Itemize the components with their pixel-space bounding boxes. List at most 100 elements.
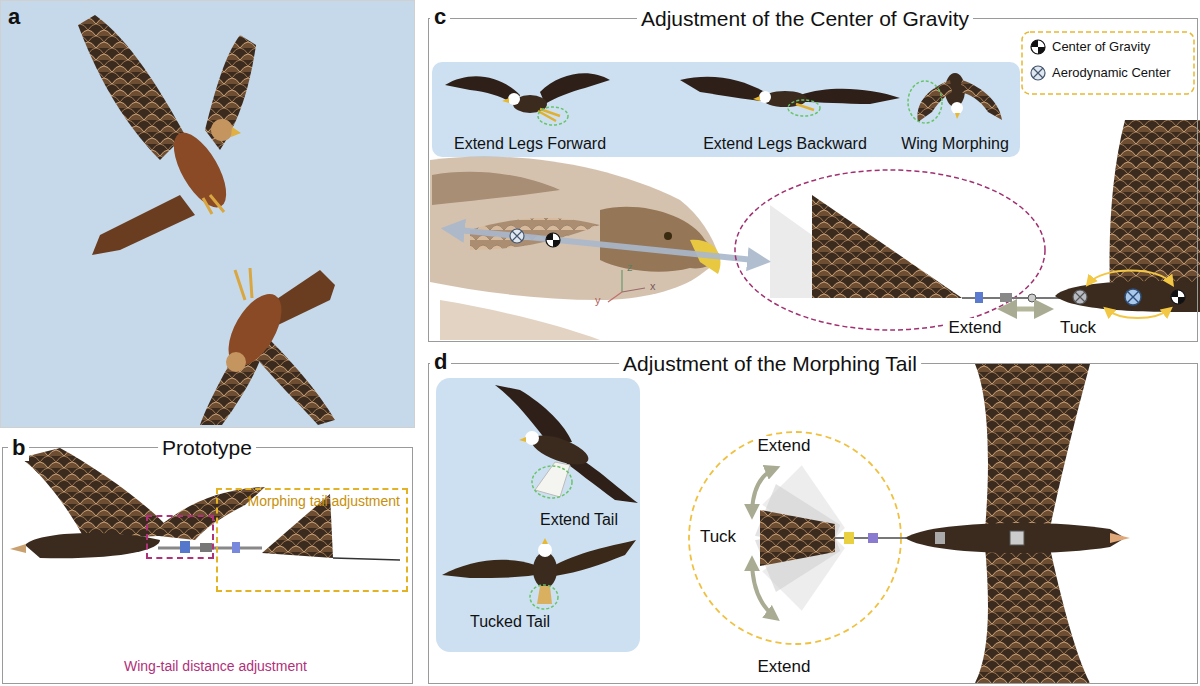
photo-band: Extend Legs ForwardExtend Legs BackwardW…: [432, 62, 1020, 157]
body-figure: [975, 364, 1090, 530]
prototype-figure: [232, 542, 240, 553]
tail-fan: [760, 510, 835, 566]
distance-adjust-box: Wing-tail distance adjustment: [146, 515, 214, 559]
aero-symbol: [1031, 66, 1045, 80]
panel-letter: b: [8, 435, 29, 461]
action-label: Extend: [945, 318, 1006, 338]
tail-figure: [975, 292, 983, 303]
eagle-figure: [495, 385, 572, 445]
eagle-figure: [442, 538, 636, 609]
eagle-figure: [538, 109, 560, 121]
hawk-figure: [231, 127, 241, 137]
eagle-figure: [951, 102, 963, 114]
aero-symbol: [510, 229, 524, 243]
eagle-figure: [502, 98, 509, 103]
eagle-figure: [955, 113, 960, 119]
gravity-symbol: [546, 233, 560, 247]
eagle-head-sketch: [430, 156, 720, 340]
body-figure: [1110, 533, 1130, 543]
eagle-figure: [530, 585, 558, 609]
hawk-figure: [258, 340, 335, 425]
eagle-figure: [442, 560, 535, 578]
action-label: Extend: [754, 436, 815, 456]
swap-arrow: [1088, 271, 1172, 285]
hawk-figure: [78, 15, 256, 255]
eagle-figure: [538, 543, 552, 557]
panel-heading: Adjustment of the Center of Gravity: [637, 6, 973, 31]
band-fill: [432, 62, 1020, 157]
tail-figure: [1000, 293, 1012, 302]
legend-label: Aerodynamic Center: [1052, 65, 1171, 81]
tail-figure: [770, 195, 1060, 303]
eagle-figure: [535, 462, 570, 497]
legend-label: Center of Gravity: [1052, 39, 1150, 55]
callout-label: Morphing tail adjustment: [247, 493, 400, 510]
eagle-figure: [917, 80, 952, 122]
eagle-figure: [788, 100, 820, 116]
prototype-figure: [10, 544, 26, 553]
body-figure: [1055, 281, 1200, 312]
prototype-figure: [20, 448, 175, 540]
band-fill: [432, 62, 1020, 652]
body-figure: [1110, 120, 1200, 290]
panel-letter: a: [8, 4, 20, 30]
body-figure: [975, 546, 1090, 683]
hawk-figure: [203, 195, 224, 214]
tail-fan: [755, 465, 906, 611]
axis-label: y: [595, 294, 601, 307]
body-figure: [935, 532, 945, 544]
eagle-figure: [796, 104, 814, 110]
eagle-figure: [800, 89, 900, 104]
eagle-figure: [753, 96, 760, 101]
eagle-figure: [540, 73, 610, 104]
eagle-figure: [533, 552, 557, 588]
prototype-figure: [333, 558, 400, 560]
hawk-figure: [218, 285, 293, 374]
photo-panel: a: [0, 0, 415, 428]
axis-label: z: [627, 261, 633, 274]
panel-letter: d: [430, 349, 451, 375]
hawk-figure: [92, 195, 195, 255]
eagle-figure: [445, 76, 520, 105]
coordinate-axes: [622, 288, 645, 292]
axis-label: x: [650, 280, 656, 293]
hawk-figure: [205, 35, 256, 150]
aero-symbol: [1125, 289, 1141, 305]
tail-fan: [868, 533, 878, 543]
eagle-figure: [908, 73, 1002, 123]
eagle-figure: [519, 437, 526, 442]
eagle-head-sketch: [664, 232, 672, 240]
hawk-figure: [226, 352, 246, 372]
eagle-figure: [542, 538, 548, 544]
callout-label: Wing-tail distance adjustment: [124, 658, 307, 675]
tail-fan: [844, 532, 854, 544]
hawk-figure: [200, 268, 335, 425]
gravity-symbol: [1171, 290, 1185, 304]
eagle-figure: [908, 81, 942, 123]
photo-caption: Extend Legs Forward: [454, 134, 606, 153]
coordinate-axes: [608, 270, 645, 302]
panel-heading: Adjustment of the Morphing Tail: [619, 351, 921, 376]
panel-letter: c: [430, 4, 450, 30]
action-label: Tuck: [696, 527, 740, 547]
eagle-figure: [508, 93, 520, 105]
swap-arrow: [1106, 309, 1170, 318]
eagle-figure: [537, 586, 552, 604]
eagle-figure: [555, 540, 636, 576]
tail-figure: [1028, 294, 1036, 302]
panel-heading: Prototype: [158, 435, 256, 460]
fan-arrow: [752, 468, 776, 515]
hawk-figure: [78, 15, 185, 160]
eagle-head-sketch: [430, 156, 720, 300]
eagle-figure: [532, 466, 572, 498]
aero-symbol: [1073, 290, 1087, 304]
gravity-symbol: [1031, 40, 1045, 54]
prototype-figure: [200, 543, 212, 552]
axis-arrow: [448, 229, 764, 261]
eagle-figure: [680, 77, 900, 116]
eagle-figure: [538, 107, 568, 125]
eagle-figure: [759, 91, 771, 103]
coordinate-axes: [621, 270, 622, 292]
